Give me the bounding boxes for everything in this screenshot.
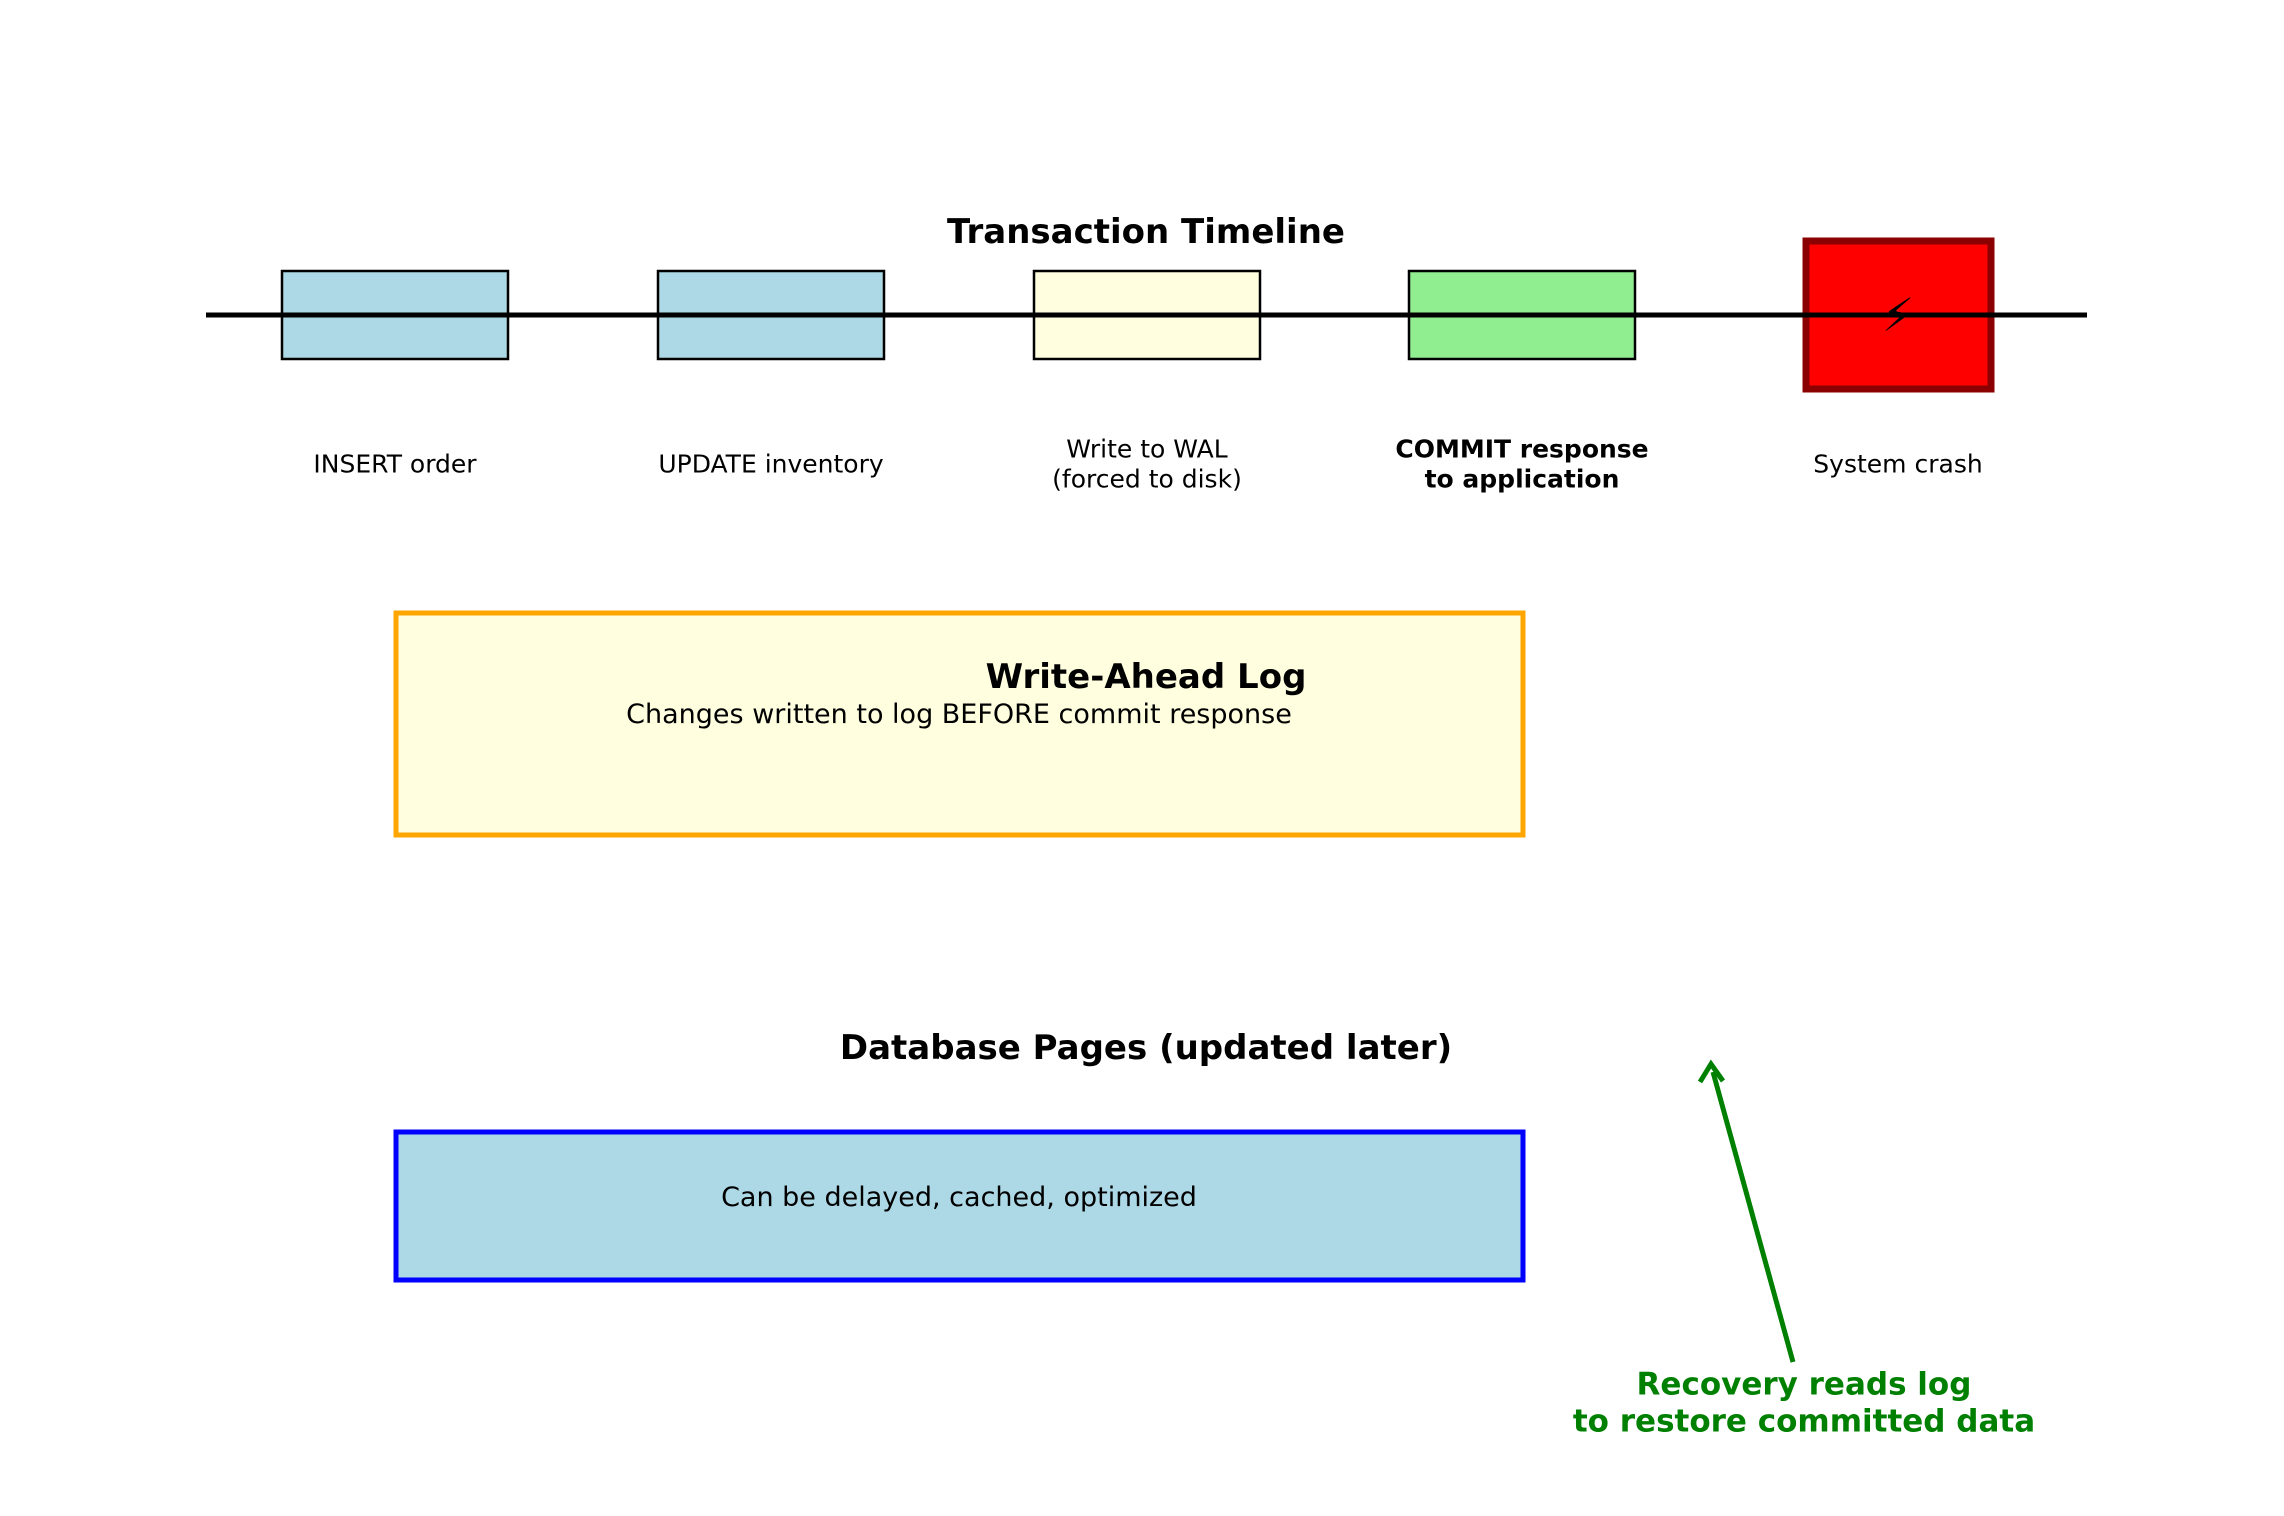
step-label-commit: COMMIT response to application xyxy=(1395,434,1649,494)
pages-title: Database Pages (updated later) xyxy=(839,1027,1453,1068)
recovery-arrow xyxy=(1697,1059,1796,1363)
step-label-wal-write: Write to WAL (forced to disk) xyxy=(1052,434,1242,494)
step-label-crash: System crash xyxy=(1813,449,1983,479)
pages-box xyxy=(393,1129,1526,1283)
crash-icon: ⚡ xyxy=(1881,287,1915,342)
step-label-update: UPDATE inventory xyxy=(658,449,884,479)
wal-box xyxy=(393,610,1526,838)
pages-description: Can be delayed, cached, optimized xyxy=(721,1182,1197,1214)
timeline-title: Transaction Timeline xyxy=(947,211,1345,252)
step-label-insert: INSERT order xyxy=(313,449,477,479)
wal-description: Changes written to log BEFORE commit res… xyxy=(626,699,1292,731)
recovery-note: Recovery reads log to restore committed … xyxy=(1572,1366,2036,1439)
wal-title: Write-Ahead Log xyxy=(985,656,1307,697)
